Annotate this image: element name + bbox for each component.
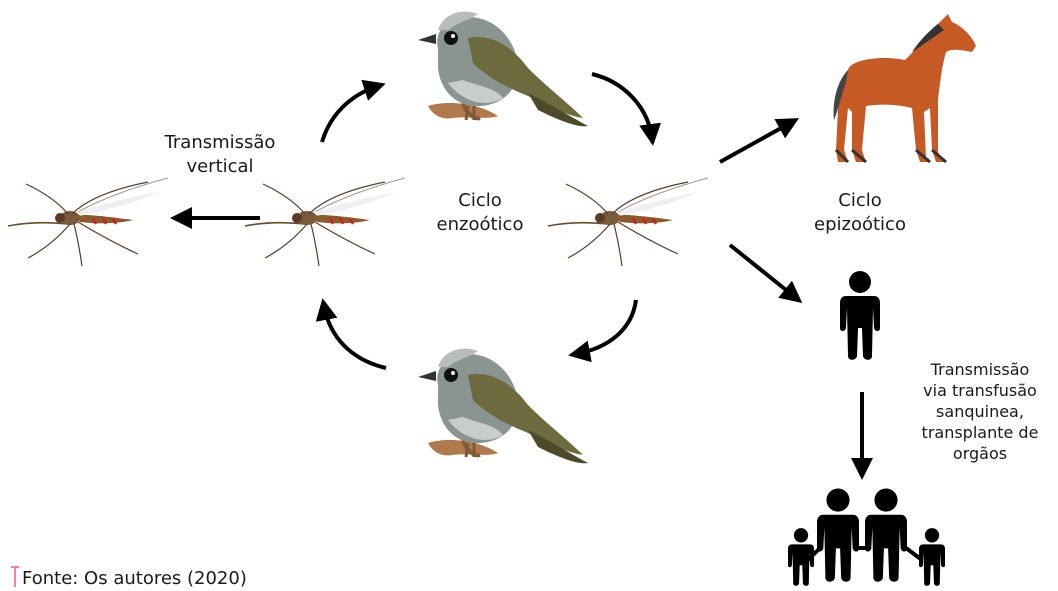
label-line: orgãos (918, 443, 1042, 464)
mosquito-icon (548, 178, 708, 266)
label-line: Ciclo (420, 189, 540, 213)
arrow-curve-top-left (322, 86, 378, 142)
arrow-to-horse (720, 122, 792, 162)
label-epizootic-cycle: Ciclo epizoótico (795, 189, 925, 237)
mosquito-icon (8, 178, 168, 266)
mosquito-icon (245, 178, 405, 266)
label-line: epizoótico (795, 213, 925, 237)
arrow-to-person (730, 245, 796, 298)
label-line: enzoótico (420, 213, 540, 237)
label-vertical-transmission: Transmissão vertical (150, 131, 290, 179)
label-line: Transmissão (150, 131, 290, 155)
family-icon (788, 489, 945, 586)
label-line: sanquinea, (918, 401, 1042, 422)
bird-icon (418, 349, 588, 464)
label-line: vertical (150, 155, 290, 179)
label-line: via transfusão (918, 380, 1042, 401)
label-transfusion-transmission: Transmissão via transfusão sanquinea, tr… (918, 359, 1042, 464)
arrow-curve-bottom-right (576, 300, 636, 354)
bird-icon (418, 12, 588, 127)
horse-icon (834, 14, 976, 162)
label-line: transplante de (918, 422, 1042, 443)
label-line: Transmissão (918, 359, 1042, 380)
arrow-curve-bottom-left (324, 306, 386, 368)
label-line: Ciclo (795, 189, 925, 213)
source-marker (14, 566, 16, 587)
label-enzootic-cycle: Ciclo enzoótico (420, 189, 540, 237)
arrow-curve-top-right (592, 74, 652, 138)
person-icon (840, 271, 880, 360)
